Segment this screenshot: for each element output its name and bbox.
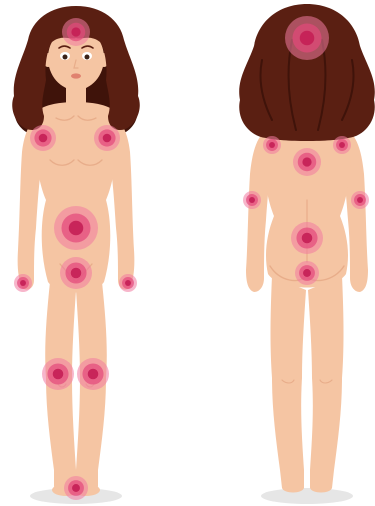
back-pain-marker-right-elbow xyxy=(351,191,369,209)
front-pain-marker-left-wrist xyxy=(14,274,32,292)
front-right-iris xyxy=(85,55,90,60)
back-ground-shadow xyxy=(261,488,353,504)
front-pain-ring-right-breast-2 xyxy=(103,134,112,143)
front-pain-ring-abdomen-2 xyxy=(69,221,84,236)
front-pain-marker-right-breast xyxy=(94,125,120,151)
back-pain-ring-left-elbow-2 xyxy=(249,197,255,203)
back-pain-ring-left-shoulder-2 xyxy=(269,142,275,148)
back-pain-ring-right-shoulder-2 xyxy=(339,142,345,148)
front-pain-marker-pelvis xyxy=(60,257,92,289)
back-pain-marker-head xyxy=(285,16,329,60)
back-pain-marker-right-shoulder xyxy=(333,136,351,154)
front-pain-marker-feet xyxy=(64,476,88,500)
front-pain-marker-head xyxy=(62,18,90,46)
front-pain-ring-head-2 xyxy=(71,27,80,36)
back-pain-ring-lower-back-2 xyxy=(302,233,313,244)
front-pain-ring-left-breast-2 xyxy=(39,134,48,143)
front-pain-ring-feet-2 xyxy=(72,484,80,492)
back-pain-marker-lower-back xyxy=(291,222,323,254)
back-pain-ring-tailbone-2 xyxy=(303,269,311,277)
front-pain-ring-left-knee-2 xyxy=(53,369,64,380)
back-pain-marker-tailbone xyxy=(295,261,319,285)
back-pain-marker-upper-back xyxy=(293,148,321,176)
back-pain-ring-right-elbow-2 xyxy=(357,197,363,203)
front-pain-marker-right-knee xyxy=(77,358,109,390)
back-pain-ring-upper-back-2 xyxy=(302,157,311,166)
front-pain-ring-right-knee-2 xyxy=(88,369,99,380)
front-pain-marker-abdomen xyxy=(54,206,98,250)
back-pain-marker-left-elbow xyxy=(243,191,261,209)
back-pain-marker-left-shoulder xyxy=(263,136,281,154)
front-left-iris xyxy=(63,55,68,60)
front-pain-ring-right-wrist-2 xyxy=(125,280,131,286)
back-pain-ring-head-2 xyxy=(300,31,315,46)
front-mouth xyxy=(71,73,81,78)
front-pain-marker-right-wrist xyxy=(119,274,137,292)
back-left-leg xyxy=(271,276,307,493)
back-right-leg xyxy=(308,276,344,493)
front-pain-marker-left-knee xyxy=(42,358,74,390)
front-pain-ring-pelvis-2 xyxy=(71,268,82,279)
front-pain-marker-left-breast xyxy=(30,125,56,151)
front-figure xyxy=(12,6,140,504)
front-pain-ring-left-wrist-2 xyxy=(20,280,26,286)
